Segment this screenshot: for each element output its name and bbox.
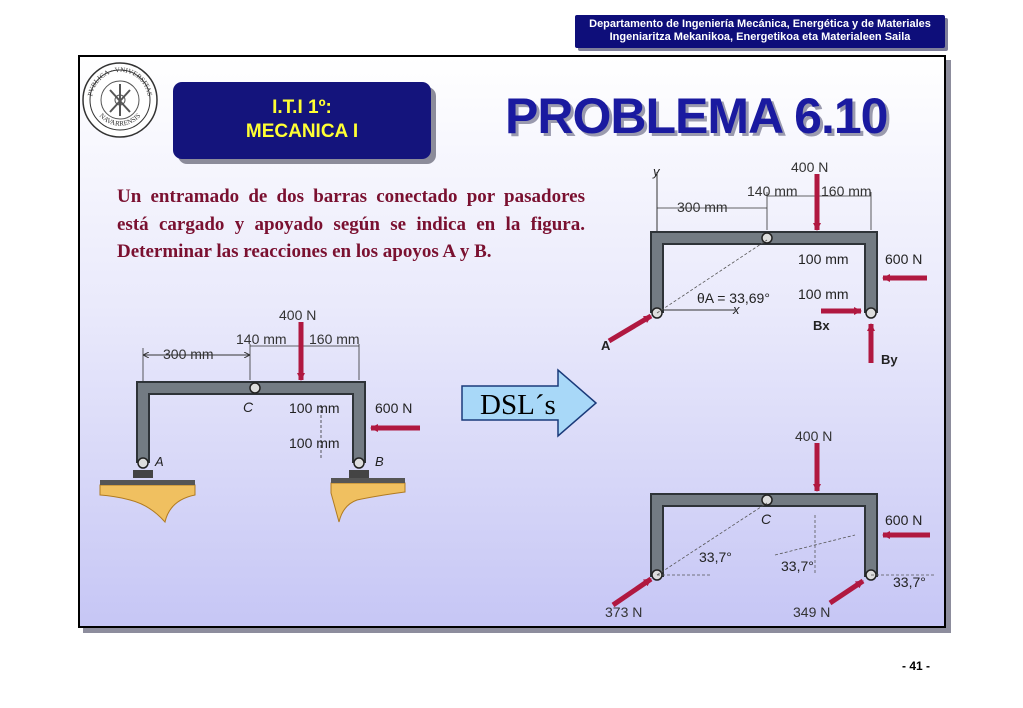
fbd-dim-140: 140 mm [747,183,798,199]
solution-frame-figure: 400 N C 600 N 33,7° 33,7° 33,7° 373 N 34… [605,428,935,620]
sol-load-600-label: 600 N [885,512,922,528]
sol-reaction-A-arrow [611,576,653,608]
dim-160: 160 mm [309,331,360,347]
sol-load-400-label: 400 N [795,428,832,444]
department-banner: Departamento de Ingeniería Mecánica, Ene… [575,15,945,48]
sol-angle-left: 33,7° [699,549,732,565]
course-line1: I.T.I 1º: [272,97,332,118]
sol-angle-right: 33,7° [893,574,926,590]
fbd-label-A: A [601,338,611,353]
sol-reaction-B-label: 349 N [793,604,830,620]
fbd-label-By: By [881,352,898,367]
dim-100-upper: 100 mm [289,400,340,416]
fbd-angle: θA = 33,69° [697,290,770,306]
frame-figure: 300 mm 140 mm 160 mm 400 N C 100 mm 100 … [99,307,420,524]
fbd-label-Bx: Bx [813,318,830,333]
label-B: B [375,454,384,469]
fbd-reaction-A-arrow [607,313,653,344]
fbd-dim-160: 160 mm [821,183,872,199]
dim-140: 140 mm [236,331,287,347]
university-seal-icon: PVBLICA · VNIVERSITAS NAVARRENSIS [82,62,158,138]
department-name-es: Departamento de Ingeniería Mecánica, Ene… [589,18,931,30]
course-box: I.T.I 1º: MECANICA I [173,82,431,159]
dim-100-lower: 100 mm [289,435,340,451]
fbd-dim-100-lower: 100 mm [798,286,849,302]
sol-angle-mid: 33,7° [781,558,814,574]
load-400-label: 400 N [279,307,316,323]
department-name-eu: Ingeniaritza Mekanikoa, Energetikoa eta … [609,31,911,43]
fbd-load-400-label: 400 N [791,159,828,175]
axis-y: y [652,164,661,179]
problem-statement: Un entramado de dos barras conectado por… [117,186,585,262]
problem-title: PROBLEMA 6.10 [505,88,888,144]
sol-label-C: C [761,511,772,527]
page-number: - 41 - [902,659,931,673]
dsl-label: DSL´s [480,389,556,421]
dsl-arrow: DSL´s [461,368,598,438]
fbd-dim-100-upper: 100 mm [798,251,849,267]
label-A: A [154,454,164,469]
axis-x: x [732,302,740,317]
load-600-label: 600 N [375,400,412,416]
label-C: C [243,399,254,415]
pin-C [249,382,261,394]
sol-reaction-A-label: 373 N [605,604,642,620]
fbd-dim-300: 300 mm [677,199,728,215]
dim-300: 300 mm [163,346,214,362]
course-line2: MECANICA I [245,121,359,142]
sol-reaction-B-arrow [828,578,865,606]
fbd-load-600-label: 600 N [885,251,922,267]
fbd-frame-figure: y x 300 mm 140 mm 160 mm 400 N 100 mm 10… [601,159,927,367]
